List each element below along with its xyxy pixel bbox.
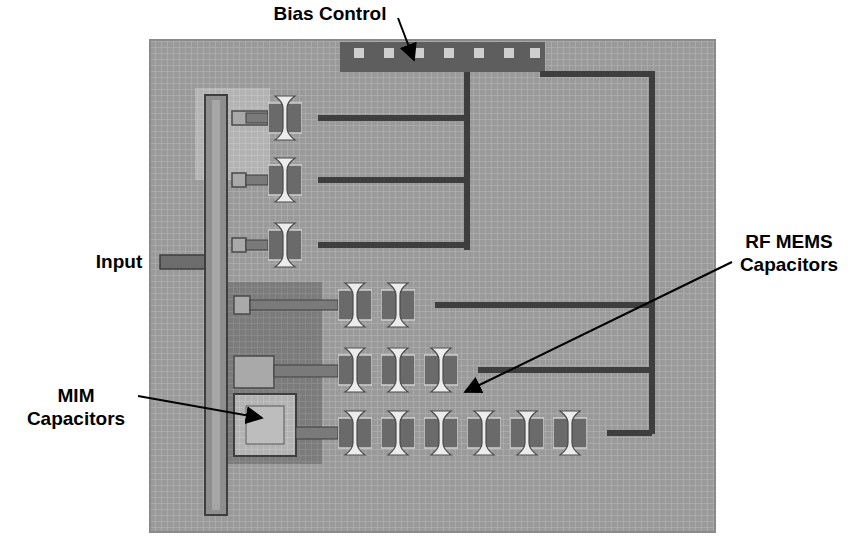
- rf-mems-capacitor: [268, 96, 587, 455]
- row-pads: [246, 406, 284, 444]
- rf-mems-capacitor: [338, 348, 372, 392]
- row-pads: [232, 111, 268, 125]
- bias-pad-strip: [530, 48, 540, 58]
- rf-mems-capacitor: [338, 283, 372, 327]
- bias-pad-strip: [444, 48, 454, 58]
- bias-pad-strip: [414, 48, 424, 58]
- bias-wires: [464, 72, 470, 250]
- chip-die: [150, 40, 715, 532]
- row-feed-lines: [246, 113, 338, 439]
- row-signal-wires: [607, 430, 652, 436]
- row-feed-lines: [274, 365, 338, 377]
- rf-mems-capacitor: [424, 411, 458, 455]
- rf-bus: [205, 95, 227, 515]
- row-signal-wires: [318, 115, 467, 121]
- bias-pad-strip: [504, 48, 514, 58]
- row-feed-lines: [246, 113, 268, 123]
- rf-bus: [212, 100, 220, 510]
- rf-mems-capacitor: [381, 283, 415, 327]
- row-signal-wires: [318, 118, 652, 433]
- bias-pad-strip: [340, 42, 545, 72]
- row-pads: [232, 173, 246, 187]
- row-signal-wires: [435, 302, 652, 308]
- row-feed-lines: [250, 300, 338, 310]
- rf-mems-capacitor: [381, 348, 415, 392]
- rf-mems-capacitor: [553, 411, 587, 455]
- bias-pad-strip: [384, 48, 394, 58]
- row-feed-lines: [246, 175, 268, 185]
- leader-arrow: [398, 18, 414, 60]
- bias-pad-strip: [474, 48, 484, 58]
- chip-die: [150, 40, 715, 532]
- rf-bus: [160, 255, 208, 269]
- rf-mems-capacitor: [510, 411, 544, 455]
- row-pads: [234, 296, 250, 314]
- row-feed-lines: [296, 427, 338, 439]
- bias-wires: [540, 74, 652, 434]
- rf-mems-capacitor: [338, 411, 372, 455]
- leader-arrow: [465, 262, 732, 392]
- row-pads: [232, 238, 246, 252]
- bias-wires: [467, 72, 652, 434]
- row-pads: [234, 394, 296, 456]
- rf-mems-capacitor: [268, 96, 302, 140]
- rf-mems-capacitor: [467, 411, 501, 455]
- row-signal-wires: [318, 242, 467, 248]
- rf-mems-capacitor: [381, 411, 415, 455]
- bias-pad-strip: [354, 48, 364, 58]
- row-pads: [234, 356, 274, 388]
- bias-pad-strip: [340, 42, 545, 72]
- row-signal-wires: [318, 177, 467, 183]
- leader-arrow: [138, 396, 262, 418]
- rf-mems-capacitor: [268, 158, 302, 202]
- leader-arrow: [138, 18, 732, 418]
- callout-label: Bias Control: [250, 2, 410, 25]
- row-feed-lines: [246, 240, 268, 250]
- callout-label: MIM Capacitors: [14, 384, 138, 430]
- rf-bus: [160, 95, 227, 515]
- rf-mems-capacitor: [268, 223, 302, 267]
- callout-label: RF MEMS Capacitors: [724, 230, 854, 276]
- callout-label: Input: [84, 250, 154, 273]
- rf-mems-capacitor: [424, 348, 458, 392]
